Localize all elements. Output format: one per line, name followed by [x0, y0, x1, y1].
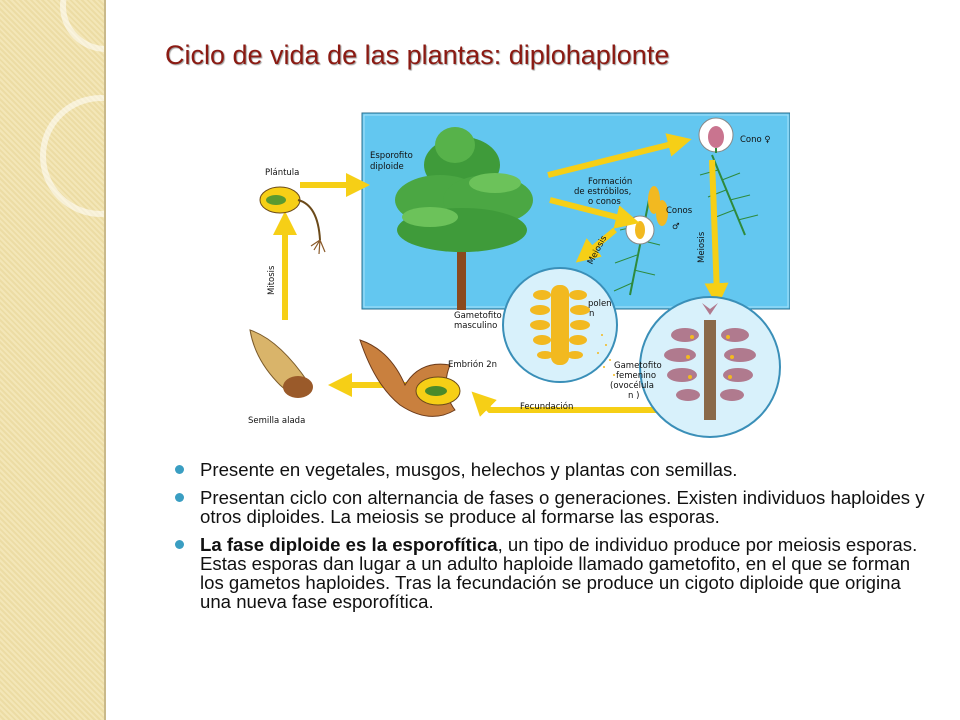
bullet-dot — [175, 540, 184, 549]
pine-tree-illustration — [395, 127, 533, 310]
cycle-arrows — [273, 133, 729, 417]
label-formacion-estrobilos: de estróbilos, — [574, 186, 631, 197]
label-ovocelula-n: n ) — [628, 391, 639, 401]
label-plantula: Plántula — [265, 168, 299, 178]
label-gametofito-masculino: Gametofito — [454, 311, 502, 321]
winged-seed-illustration — [249, 329, 313, 398]
female-cone-branch — [698, 117, 759, 236]
label-embrion: Embrión 2n — [448, 359, 497, 370]
decorative-ring — [60, 0, 152, 52]
bullet-text: Presentan ciclo con alternancia de fases… — [200, 487, 925, 527]
bullet-text: , un tipo de individuo produce por meios… — [200, 534, 918, 612]
sidebar-divider — [104, 0, 106, 720]
label-formacion-conos: o conos — [588, 197, 621, 207]
bullet-bold-text: La fase diploide es la esporofítica — [200, 534, 498, 555]
label-fecundacion: Fecundación — [520, 401, 573, 412]
slide-title: Ciclo de vida de las plantas: diplohaplo… — [165, 40, 670, 70]
sidebar-decoration — [0, 0, 162, 720]
decorative-ring — [40, 95, 162, 217]
label-meiosis-right: Meiosis — [697, 231, 707, 263]
label-gametofito-femenino-2: femenino — [616, 371, 656, 381]
label-conos-masculinos: Conos — [666, 206, 693, 216]
label-formacion: Formación — [588, 176, 632, 187]
label-semilla-alada: Semilla alada — [248, 416, 305, 426]
label-ovocelula: (ovocélula — [610, 380, 654, 391]
seedling-illustration — [259, 186, 326, 255]
label-conos-masculinos-symbol: ♂ — [672, 222, 680, 232]
label-gametofito-femenino: Gametofito — [614, 361, 662, 371]
label-gametofito-masculino-2: masculino — [454, 321, 497, 331]
life-cycle-diagram: Plántula Esporofito diploide Formación d… — [248, 112, 790, 438]
bullet-item: Presente en vegetales, musgos, helechos … — [175, 460, 935, 479]
label-esporofito: Esporofito — [370, 151, 413, 161]
bullet-dot — [175, 493, 184, 502]
label-cono-femenino: Cono ♀ — [740, 135, 771, 145]
bullet-item: La fase diploide es la esporofítica, un … — [175, 535, 935, 611]
bullet-dot — [175, 465, 184, 474]
male-gametophyte-circle — [502, 267, 618, 383]
label-polen-n: n — [589, 309, 594, 319]
female-gametophyte-circle — [639, 296, 781, 438]
bullet-list: Presente en vegetales, musgos, helechos … — [175, 460, 935, 620]
label-polen: polen — [588, 299, 612, 309]
bullet-text: Presente en vegetales, musgos, helechos … — [200, 459, 738, 480]
bullet-item: Presentan ciclo con alternancia de fases… — [175, 488, 935, 526]
embryo-illustration — [359, 339, 461, 417]
label-esporofito-diploide: diploide — [370, 162, 404, 172]
label-mitosis: Mitosis — [267, 265, 277, 295]
